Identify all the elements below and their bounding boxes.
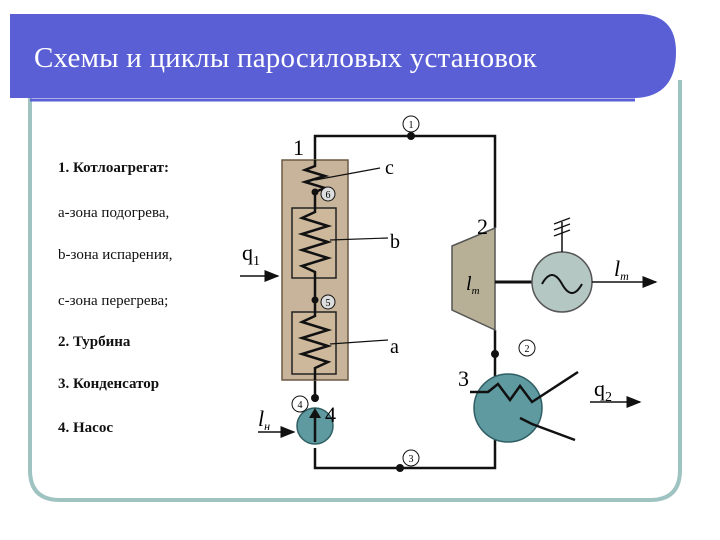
header-bar (10, 14, 676, 98)
coil-evaporator (297, 192, 333, 300)
turbine-work-label: lт (614, 256, 629, 283)
boiler-zone-b-box (291, 207, 337, 279)
turbine (451, 226, 496, 332)
legend-boiler: 1. Котлоагрегат: (58, 160, 169, 176)
point-5-dot (311, 296, 319, 304)
boiler-number: 1 (293, 135, 304, 160)
point-3-label: 3 (409, 454, 414, 465)
heat-in-label: q1 (242, 240, 260, 269)
condenser (470, 370, 579, 443)
point-6-label: 6 (326, 190, 331, 201)
boiler (281, 159, 389, 381)
point-2-dot (491, 350, 499, 358)
legend-zone-b: b-зона испарения, (58, 247, 173, 263)
pump-work-label: lн (258, 406, 270, 433)
coil-economizer (297, 300, 333, 380)
point-1-label: 1 (409, 120, 414, 131)
point-2-label: 2 (525, 344, 530, 355)
point-3-dot (396, 464, 404, 472)
generator (531, 217, 593, 313)
legend-zone-a: а-зона подогрева, (58, 205, 170, 221)
page-title: Схемы и циклы паросиловых установок (34, 42, 537, 74)
point-4-dot (311, 394, 319, 402)
pump (296, 407, 334, 445)
condenser-number: 3 (458, 366, 469, 391)
legend-pump: 4. Насос (58, 420, 113, 436)
pump-number: 4 (325, 402, 336, 427)
turbine-symbol: lт (466, 273, 480, 297)
heat-out-label: q2 (594, 376, 612, 405)
legend-zone-c: c-зона перегрева; (58, 293, 169, 309)
zone-c-label: c (385, 157, 394, 179)
point-1-dot (407, 132, 415, 140)
zone-a-label: a (390, 336, 399, 358)
legend-condenser: 3. Конденсатор (58, 376, 160, 392)
point-4-label: 4 (298, 400, 303, 411)
zone-b-label: b (390, 231, 400, 253)
legend-turbine: 2. Турбина (58, 334, 131, 350)
turbine-number: 2 (477, 214, 488, 239)
point-5-label: 5 (326, 298, 331, 309)
point-6-dot (311, 188, 319, 196)
